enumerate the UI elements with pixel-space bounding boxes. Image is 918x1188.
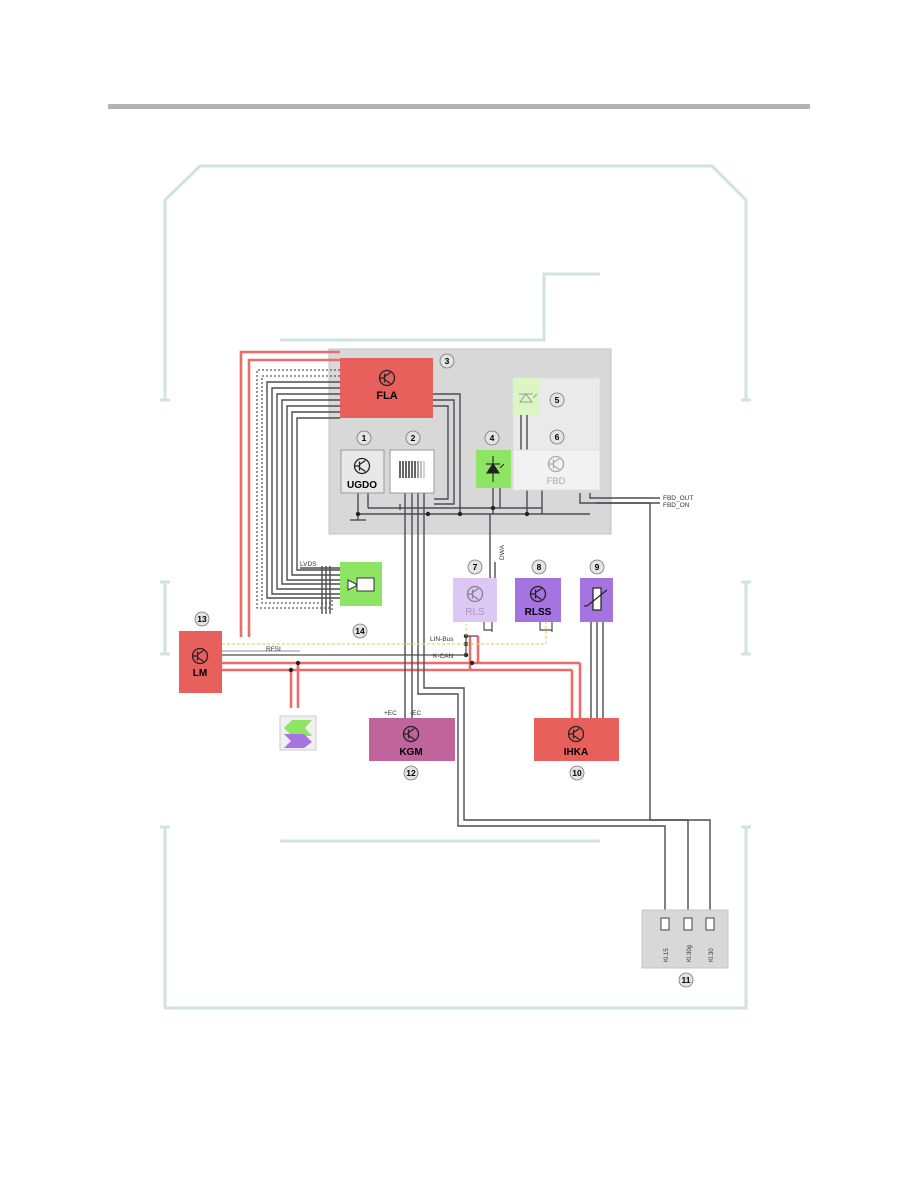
kgm-module (369, 718, 455, 761)
kl30g-label: Kl.30g (687, 945, 693, 962)
svg-text:7: 7 (473, 562, 478, 572)
svg-text:10: 10 (572, 768, 582, 778)
badge-2: 2 (405, 430, 421, 446)
connector-arrows-icon (279, 715, 317, 751)
lin-bus-label: LIN-Bus (430, 636, 454, 643)
fla-module (340, 358, 433, 418)
badge-12: 12 (403, 765, 419, 781)
display-icon (399, 461, 425, 478)
vehicle-outline (160, 164, 751, 1010)
lm-module (179, 631, 222, 693)
photodiode-secondary-module (513, 378, 540, 415)
badge-7: 7 (467, 559, 483, 575)
svg-text:4: 4 (490, 433, 495, 443)
badge-6: 6 (549, 429, 565, 445)
ihka-module (534, 718, 619, 761)
dwa-label: DWA (499, 544, 506, 560)
rfsi-label: RFSI (266, 646, 281, 653)
kgm-label: KGM (399, 747, 422, 758)
badge-13: 13 (194, 611, 210, 627)
badge-5: 5 (549, 392, 565, 408)
fbd-out-label: FBD_OUT (663, 495, 693, 502)
photodiode-icon (485, 456, 505, 482)
svg-text:12: 12 (406, 768, 416, 778)
badge-3: 3 (439, 353, 455, 369)
minus-ec-label: -EC (410, 710, 422, 717)
fuse-icons (660, 917, 715, 931)
header-rule (108, 104, 810, 109)
fbd-on-label: FBD_ON (663, 502, 690, 509)
svg-text:14: 14 (355, 626, 365, 636)
ihka-label: IHKA (564, 747, 588, 758)
badge-14: 14 (352, 623, 368, 639)
rls-label: RLS (465, 607, 485, 618)
camera-icon (347, 577, 375, 592)
plus-ec-label: +EC (384, 710, 397, 717)
lm-label: LM (193, 668, 207, 679)
kl15-label: Kl.15 (664, 948, 670, 962)
badge-10: 10 (569, 765, 585, 781)
rlss-module (515, 578, 561, 622)
badge-1: 1 (356, 430, 372, 446)
ugdo-label: UGDO (347, 480, 377, 491)
rls-module (453, 578, 497, 622)
fbd-label: FBD (547, 476, 566, 487)
svg-text:8: 8 (537, 562, 542, 572)
svg-text:2: 2 (411, 433, 416, 443)
badge-11: 11 (678, 972, 694, 988)
k-can-label: K-CAN (433, 653, 454, 660)
svg-text:9: 9 (595, 562, 600, 572)
svg-text:13: 13 (197, 614, 207, 624)
svg-text:1: 1 (362, 433, 367, 443)
thermistor-icon (584, 587, 608, 611)
badge-9: 9 (589, 559, 605, 575)
badge-8: 8 (531, 559, 547, 575)
lvds-label: LVDS (300, 561, 317, 568)
ugdo-module (340, 449, 385, 494)
badge-4: 4 (484, 430, 500, 446)
svg-text:5: 5 (555, 395, 560, 405)
svg-text:3: 3 (445, 356, 450, 366)
svg-text:11: 11 (682, 975, 691, 985)
fla-label: FLA (376, 390, 397, 402)
kl30-label: Kl.30 (709, 948, 715, 962)
svg-text:6: 6 (555, 432, 560, 442)
photodiode-secondary-icon (519, 393, 538, 403)
rlss-label: RLSS (525, 607, 552, 618)
